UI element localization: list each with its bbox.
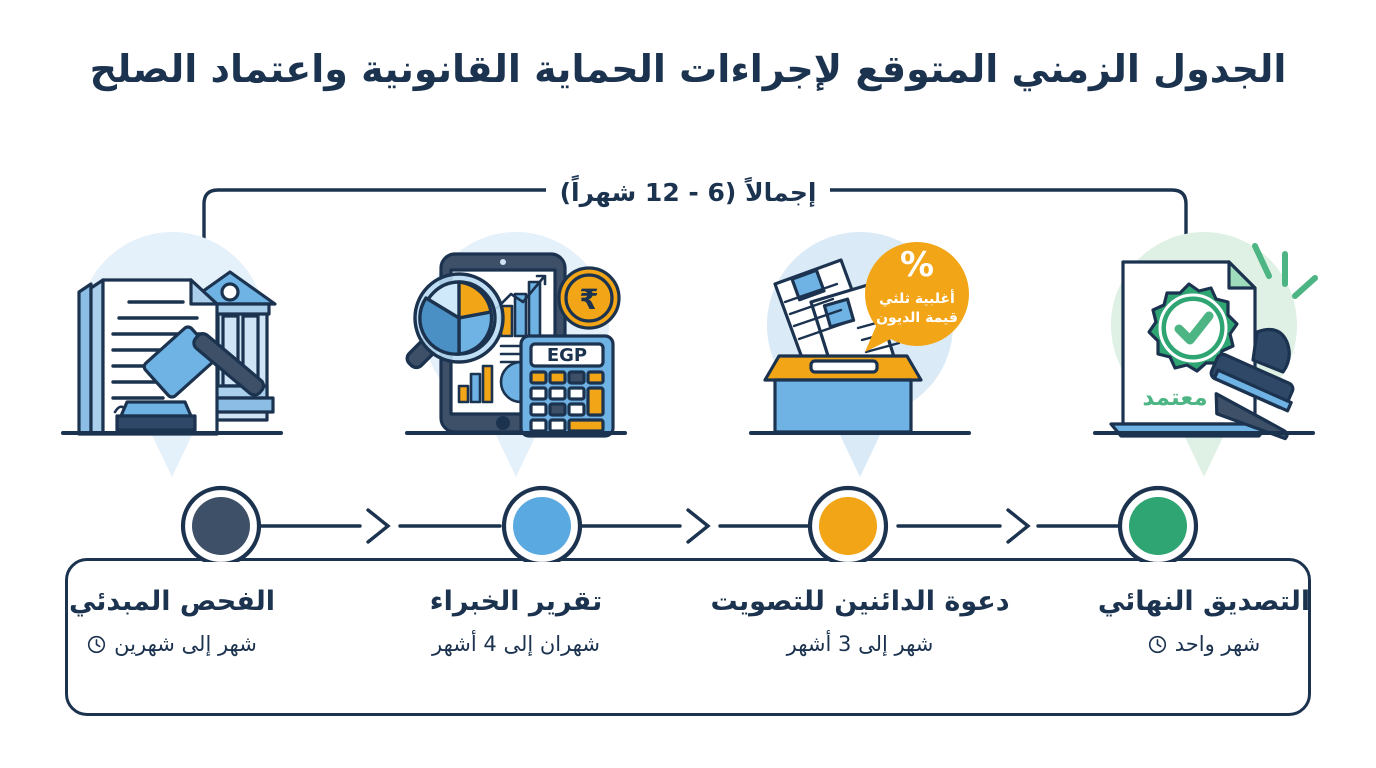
icon-cell-4: معتمد	[1032, 232, 1376, 477]
step-title-4: التصديق النهائي	[1097, 586, 1311, 617]
step-duration-4: شهر واحد	[1032, 632, 1376, 656]
icon-cell-1	[0, 232, 344, 477]
page-title: الجدول الزمني المتوقع لإجراءات الحماية ا…	[89, 47, 1287, 91]
calculator-display-text: EGP	[547, 345, 587, 366]
financial-analysis-icon: ₹ EGP	[405, 252, 627, 438]
step-title-1: الفحص المبدئي	[68, 586, 276, 617]
step-duration-2: شهران إلى 4 أشهر	[344, 632, 688, 656]
step-duration-text-1: شهر إلى شهرين	[114, 632, 257, 657]
bubble-line-1: أغلبية ثلثي	[879, 289, 955, 307]
step-duration-text-4: شهر واحد	[1174, 632, 1261, 657]
timeline-node-4	[1117, 485, 1199, 562]
legal-document-gavel-icon	[61, 270, 283, 436]
step-label-2: تقرير الخبراء شهران إلى 4 أشهر	[344, 584, 688, 656]
timeline-node-3	[807, 485, 889, 562]
timeline-track	[180, 485, 1199, 562]
step-duration-3: شهر إلى 3 أشهر	[688, 632, 1032, 656]
certificate-stamp-text: معتمد	[1142, 385, 1207, 411]
timeline-node-2	[501, 485, 583, 562]
bubble-percent-symbol: %	[900, 245, 934, 285]
svg-text:₹: ₹	[579, 283, 598, 316]
icon-cell-3: % أغلبية ثلثي قيمة الديون	[688, 232, 1032, 477]
steps-container-outline	[65, 558, 1311, 716]
timeline-node-1	[180, 485, 262, 562]
step-title-2: تقرير الخبراء	[429, 586, 603, 617]
icons-row: ₹ EGP	[0, 232, 1376, 477]
clock-icon	[1148, 635, 1167, 654]
icon-cell-2: ₹ EGP	[344, 232, 688, 477]
total-duration-text: إجمالاً (6 - 12 شهراً)	[545, 178, 831, 207]
clock-icon	[87, 635, 106, 654]
ballot-box-voting-icon: % أغلبية ثلثي قيمة الديون	[749, 242, 971, 435]
step-label-1: الفحص المبدئي شهر إلى شهرين	[0, 584, 344, 656]
step-labels-row: الفحص المبدئي شهر إلى شهرين تقرير الخبرا…	[0, 584, 1376, 656]
step-title-3: دعوة الدائنين للتصويت	[710, 586, 1010, 617]
step-duration-text-2: شهران إلى 4 أشهر	[432, 632, 600, 657]
certified-document-stamp-icon: معتمد	[1093, 243, 1318, 441]
step-label-4: التصديق النهائي شهر واحد	[1032, 584, 1376, 656]
step-duration-1: شهر إلى شهرين	[0, 632, 344, 656]
total-duration-label: إجمالاً (6 - 12 شهراً)	[0, 178, 1376, 207]
step-duration-text-3: شهر إلى 3 أشهر	[786, 632, 934, 657]
bubble-line-2: قيمة الديون	[876, 310, 958, 326]
step-label-3: دعوة الدائنين للتصويت شهر إلى 3 أشهر	[688, 584, 1032, 656]
